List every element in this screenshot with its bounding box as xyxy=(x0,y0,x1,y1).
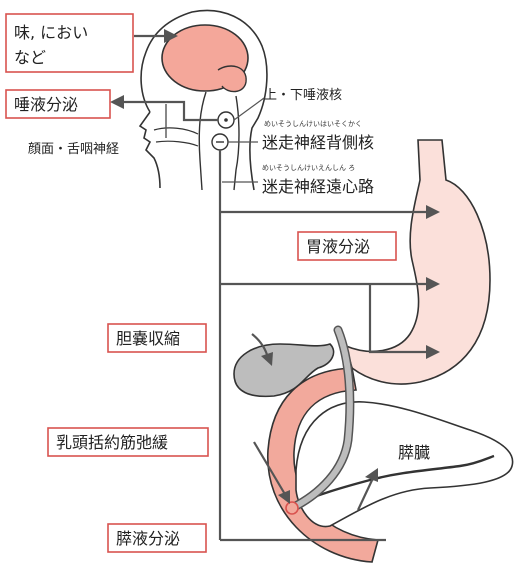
label-pancreas: 膵臓 xyxy=(398,443,430,462)
label-dorsal-nucleus: 迷走神経背側核 xyxy=(262,133,374,152)
svg-text:味, におい: 味, におい xyxy=(14,23,88,42)
label-pancreatic-secretion: 膵液分泌 xyxy=(108,524,206,552)
label-taste-smell: 味, におい など xyxy=(6,14,133,72)
svg-text:唾液分泌: 唾液分泌 xyxy=(14,95,78,114)
label-salivation: 唾液分泌 xyxy=(6,90,110,118)
ruby-vagus-efferent: めいそうしんけいえんしん ろ xyxy=(262,164,355,172)
svg-text:など: など xyxy=(14,48,46,67)
label-sphincter: 乳頭括約筋弛緩 xyxy=(48,428,208,456)
label-facial-nerve: 顔面・舌咽神経 xyxy=(28,142,119,157)
svg-text:胆嚢収縮: 胆嚢収縮 xyxy=(116,329,180,348)
salivation-arrow xyxy=(122,102,218,120)
label-vagus-efferent: 迷走神経遠心路 xyxy=(262,177,374,196)
svg-text:乳頭括約筋弛緩: 乳頭括約筋弛緩 xyxy=(56,433,168,452)
ruby-dorsal-nucleus: めいそうしんけいはいそくかく xyxy=(264,120,362,128)
svg-text:胃液分泌: 胃液分泌 xyxy=(306,237,370,256)
face-outline xyxy=(140,112,160,188)
pancreas xyxy=(296,402,513,527)
sphincter-marker xyxy=(286,502,298,514)
label-gallbladder: 胆嚢収縮 xyxy=(108,324,206,352)
label-salivary-nuclei: 上・下唾液核 xyxy=(264,88,342,103)
mouth-cavity xyxy=(154,128,198,146)
svg-text:膵液分泌: 膵液分泌 xyxy=(116,529,180,548)
label-gastric-secretion: 胃液分泌 xyxy=(298,232,396,260)
